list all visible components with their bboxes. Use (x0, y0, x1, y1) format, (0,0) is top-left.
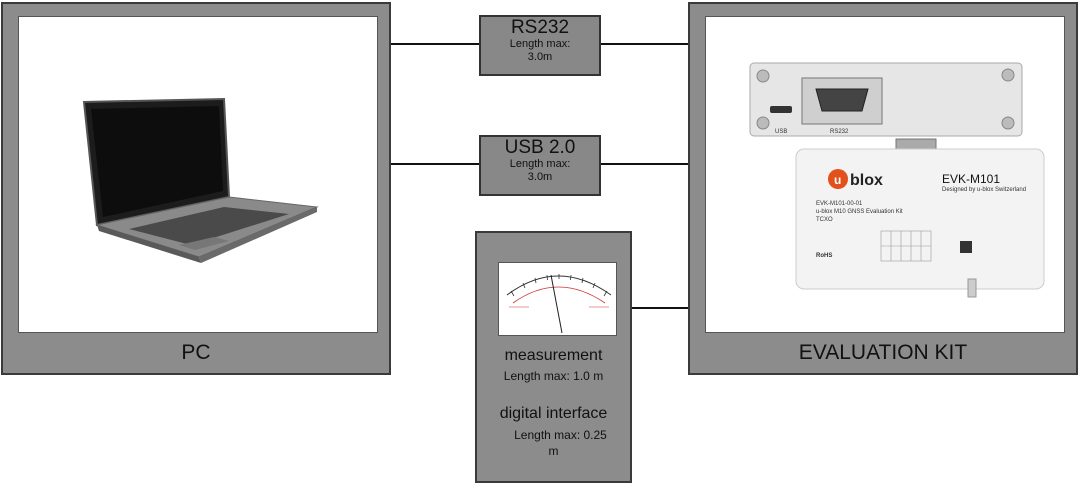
analog-meter-icon (506, 274, 612, 334)
usb-port-label: USB (775, 129, 787, 135)
ublox-logo-icon (828, 169, 848, 189)
rs232-cable-box: RS232 Length max: 3.0m (479, 15, 601, 76)
rs232-cable-title: RS232 (510, 17, 570, 38)
laptop-icon (82, 97, 319, 263)
measurement-box: measurement Length max: 1.0 m digital in… (475, 231, 632, 483)
pc-label: PC (181, 341, 211, 364)
screw-icon (1001, 68, 1015, 82)
rs232-length-label: Length max: (509, 38, 571, 50)
usb-length-label: Length max: (509, 158, 571, 170)
digital-interface-title: digital interface (499, 405, 608, 422)
rs232-length-value: 3.0m (527, 51, 553, 63)
screw-icon (756, 116, 770, 130)
evaluation-kit-area: USB RS232 u blox EVK-M101 Designed by u-… (705, 16, 1065, 333)
screw-icon (1001, 116, 1015, 130)
evaluation-kit-label: EVALUATION KIT (798, 341, 968, 364)
measurement-title: measurement (504, 347, 603, 364)
evk-front-panel (749, 62, 1023, 137)
digital-interface-length-unit: m (548, 444, 559, 458)
qr-code-icon (960, 241, 972, 253)
meter-area (498, 262, 617, 336)
kit-description: u-blox M10 GNSS Evaluation Kit (816, 209, 903, 215)
evk-body (795, 148, 1045, 290)
screw-icon (756, 69, 770, 83)
rs232-port-label: RS232 (830, 129, 849, 135)
usb-cable-box: USB 2.0 Length max: 3.0m (479, 135, 601, 196)
measurement-length: Length max: 1.0 m (503, 369, 604, 383)
pin-table (880, 230, 932, 262)
model-name: EVK-M101 (942, 172, 1000, 186)
usb-cable-title: USB 2.0 (504, 137, 576, 158)
usb-length-value: 3.0m (527, 171, 553, 183)
usb-port-icon (770, 106, 792, 113)
brand-name: blox (850, 172, 883, 189)
brand-u: u (834, 173, 841, 187)
pc-box: PC (1, 2, 391, 375)
meter-needle (550, 274, 563, 334)
kit-variant: TCXO (816, 217, 833, 223)
rs232-port-icon (815, 88, 869, 112)
part-number: EVK-M101-00-01 (816, 201, 863, 207)
rohs-mark: RoHS (816, 253, 832, 259)
model-subtitle: Designed by u-blox Switzerland (942, 187, 1026, 193)
digital-interface-length: Length max: 0.25 (514, 428, 607, 442)
pc-screen-area (18, 16, 378, 333)
evaluation-kit-box: USB RS232 u blox EVK-M101 Designed by u-… (688, 2, 1078, 375)
evk-device-illustration: USB RS232 u blox EVK-M101 Designed by u-… (749, 62, 1045, 298)
